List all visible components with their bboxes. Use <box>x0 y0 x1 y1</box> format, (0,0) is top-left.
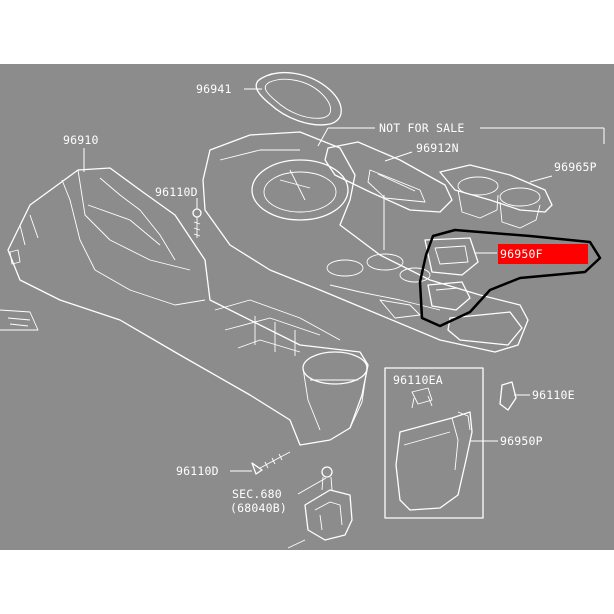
label-sec-680: SEC.680 <box>232 487 282 501</box>
sec680-bracket <box>287 466 353 549</box>
label-not-for-sale: NOT FOR SALE <box>379 121 464 135</box>
clip-96110e <box>499 381 517 411</box>
label-96950f: 96950F <box>500 247 543 261</box>
label-96110e: 96110E <box>532 388 575 402</box>
highlight-label-background <box>498 244 588 264</box>
cup-holder-insert <box>439 164 553 229</box>
label-96910: 96910 <box>63 133 99 147</box>
label-96110ea: 96110EA <box>393 373 443 387</box>
label-96110d-top: 96110D <box>155 185 198 199</box>
label-96965p: 96965P <box>554 160 597 174</box>
switch-bezel <box>324 141 453 213</box>
screw-bottom <box>251 451 291 475</box>
inset-pocket-part <box>395 411 473 511</box>
shift-boot-ring <box>255 72 342 126</box>
label-96110d-bottom: 96110D <box>176 464 219 478</box>
leader-lines <box>83 88 605 495</box>
label-sec-680-ref: (68040B) <box>230 501 287 515</box>
diagram-background <box>0 64 614 550</box>
label-96912n: 96912N <box>416 141 459 155</box>
label-96950p: 96950P <box>500 434 543 448</box>
label-96941: 96941 <box>196 82 232 96</box>
inset-box <box>384 367 484 519</box>
highlight-outline <box>418 228 602 328</box>
storage-tray-assembly <box>424 237 479 311</box>
inset-clip <box>411 387 433 409</box>
upper-console-cover <box>202 131 529 353</box>
main-console-body <box>0 167 369 446</box>
